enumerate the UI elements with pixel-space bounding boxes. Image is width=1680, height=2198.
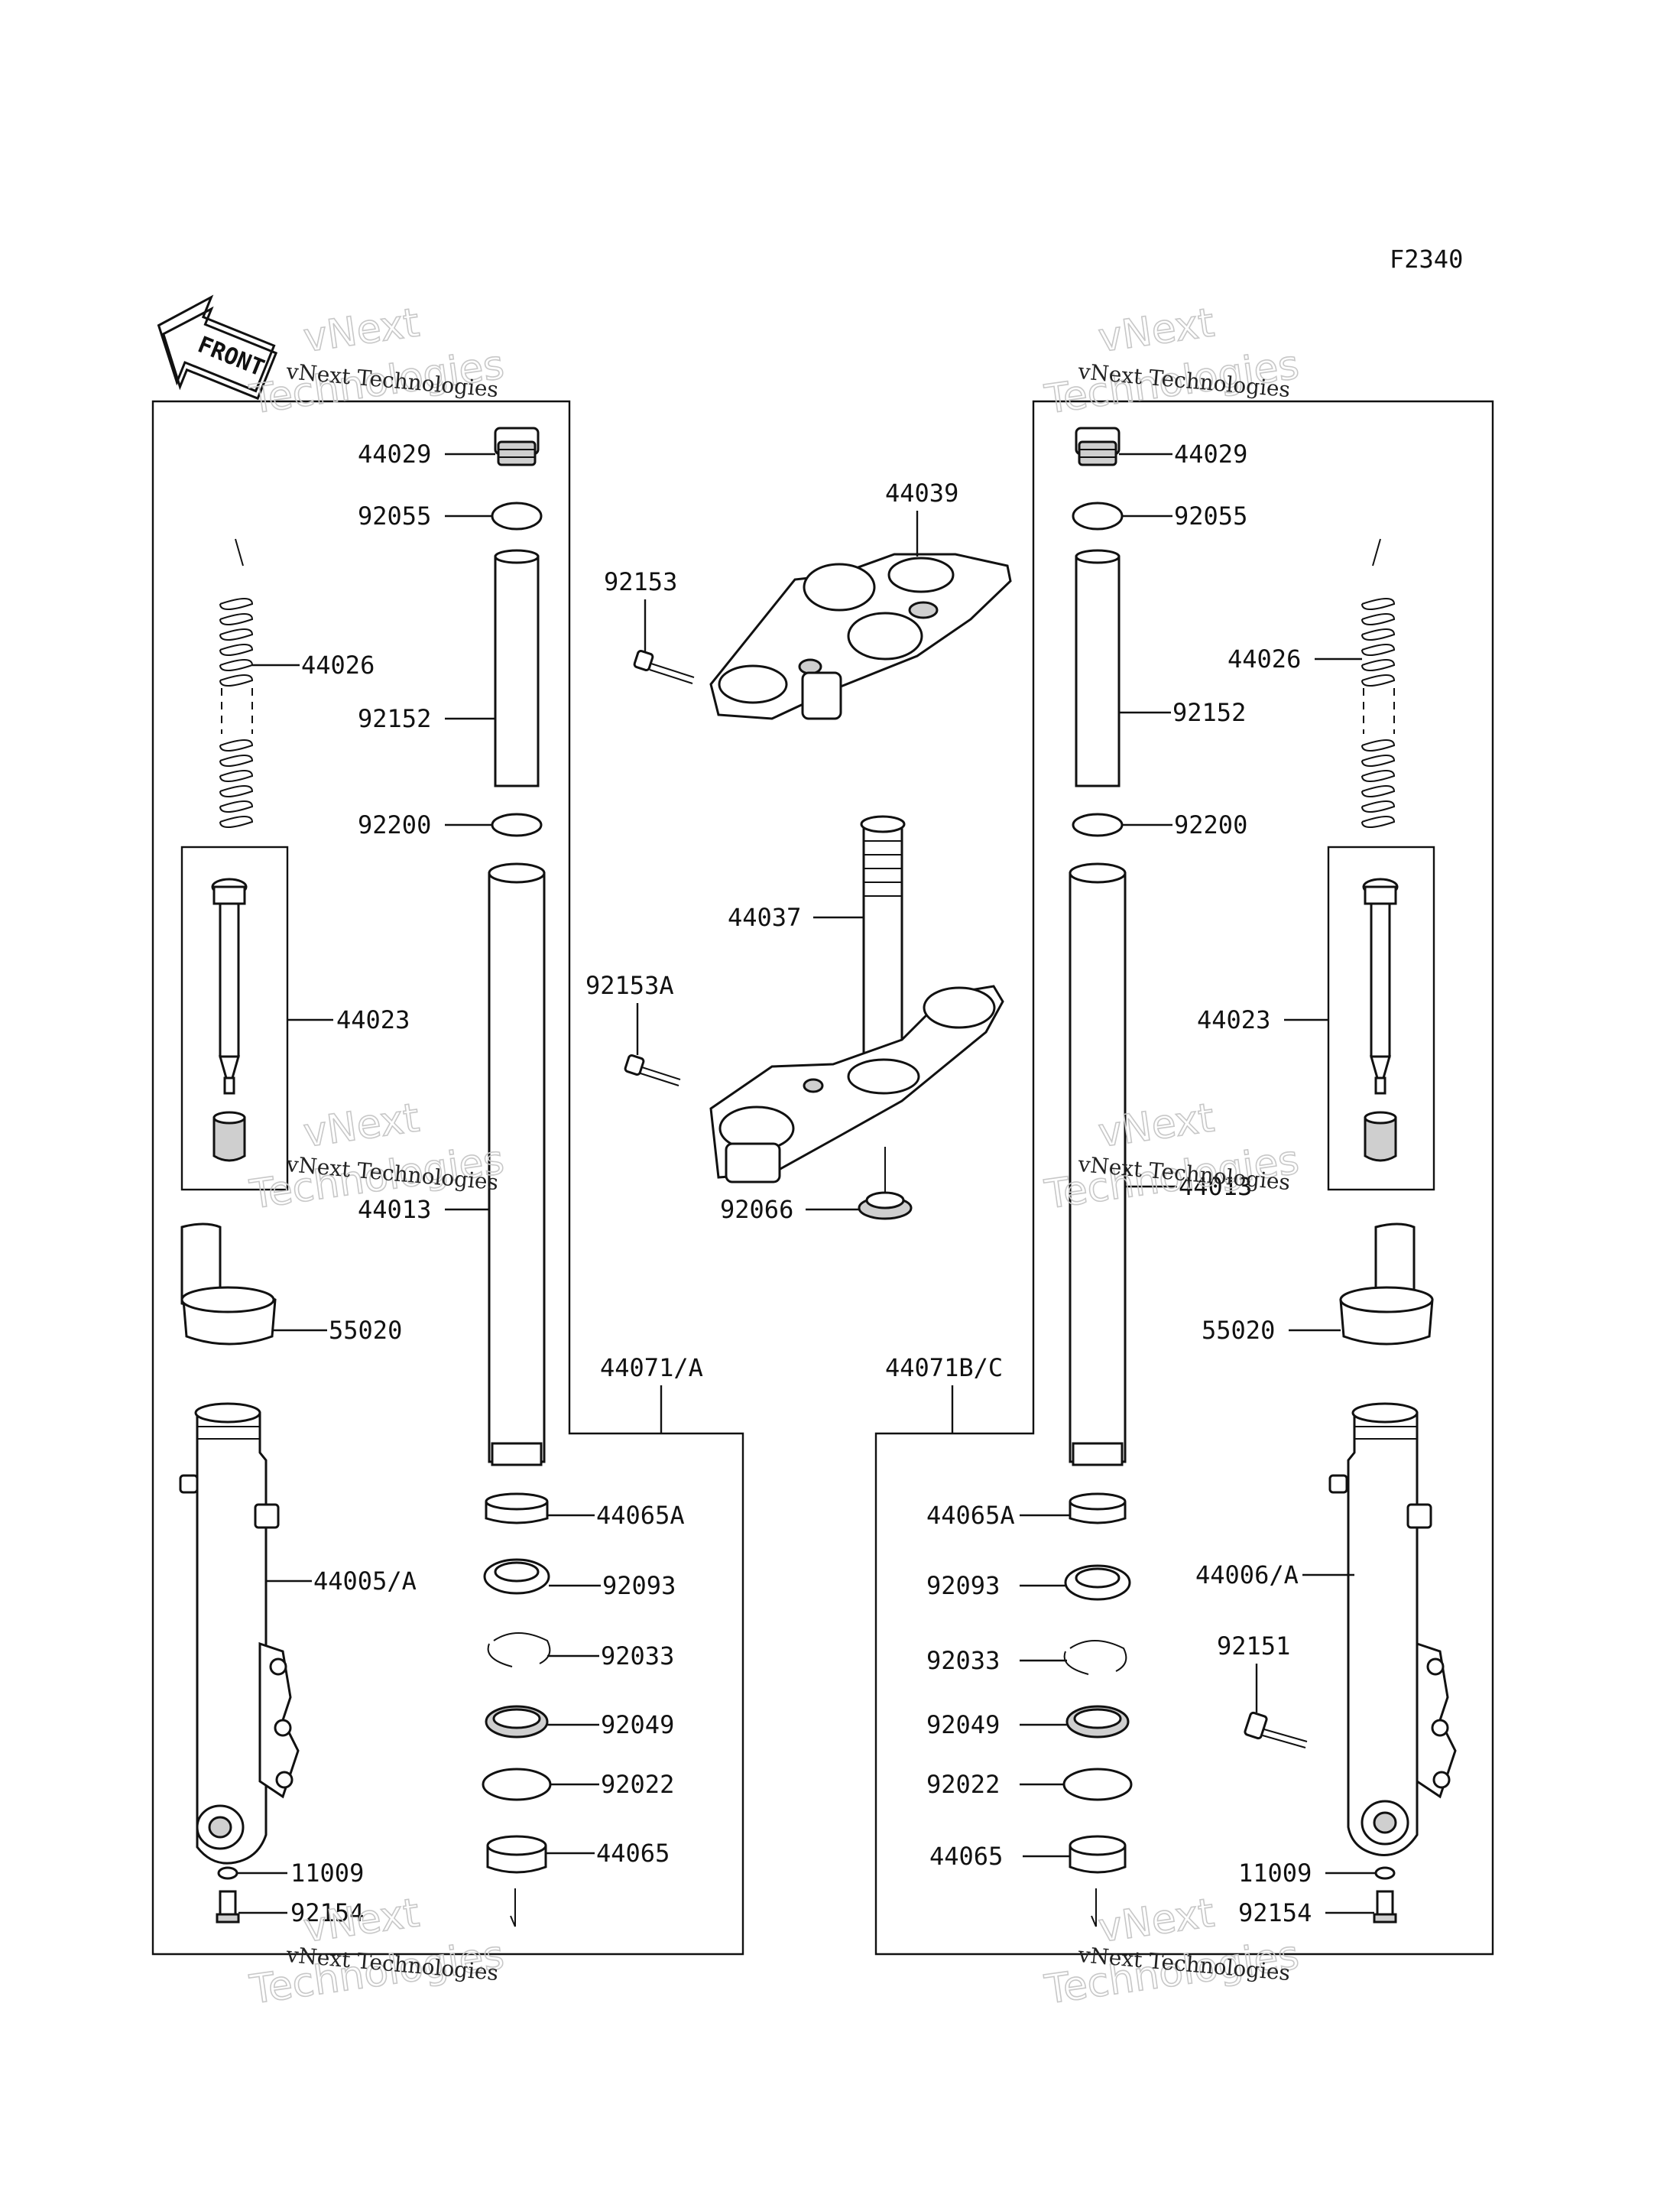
label-92066: 92066 xyxy=(720,1195,793,1224)
label-55020-left: 55020 xyxy=(329,1316,402,1345)
spacer-tube-right xyxy=(1075,549,1121,787)
fork-guard-left xyxy=(180,1222,277,1346)
label-92022-left: 92022 xyxy=(601,1770,674,1799)
guide-bushing-left xyxy=(486,1835,547,1874)
inner-tube-right xyxy=(1069,862,1127,1466)
watermark-line1: vNext xyxy=(1095,300,1217,362)
right-assembly-label: 44071B/C xyxy=(885,1353,1003,1382)
fork-cap-bolt-left xyxy=(494,427,540,466)
label-55020-right: 55020 xyxy=(1202,1316,1275,1345)
label-92154-left: 92154 xyxy=(290,1898,364,1927)
label-92152-left: 92152 xyxy=(358,704,431,733)
guide-bushing-right xyxy=(1069,1835,1127,1874)
washer-92022-left xyxy=(482,1768,552,1801)
slide-bushing-left xyxy=(485,1492,549,1524)
upper-bracket xyxy=(709,553,1012,720)
label-11009-right: 11009 xyxy=(1238,1859,1312,1888)
damper-rod-box-left xyxy=(180,846,289,1191)
dust-seal-right xyxy=(1065,1705,1130,1739)
slide-bushing-right xyxy=(1069,1492,1127,1524)
figure-code: F2340 xyxy=(1390,245,1463,274)
label-92093-right: 92093 xyxy=(926,1571,1000,1600)
left-assembly-label: 44071/A xyxy=(600,1353,703,1382)
label-11009-left: 11009 xyxy=(290,1859,364,1888)
label-44005-left: 44005/A xyxy=(313,1567,417,1596)
oil-seal-left xyxy=(483,1558,550,1595)
fork-spring-right xyxy=(1361,538,1396,828)
watermark-line1: vNext xyxy=(300,1095,422,1157)
label-44039: 44039 xyxy=(885,479,958,508)
oil-seal-right xyxy=(1064,1564,1131,1601)
damper-rod-left xyxy=(211,878,248,1162)
label-44013-left: 44013 xyxy=(358,1195,431,1224)
label-92049-left: 92049 xyxy=(601,1710,674,1739)
washer-left xyxy=(491,813,543,837)
clamp-bolt-right xyxy=(1244,1711,1308,1748)
label-92153A: 92153A xyxy=(585,971,674,1000)
label-44023-left: 44023 xyxy=(336,1005,410,1034)
label-92154-right: 92154 xyxy=(1238,1898,1312,1927)
copper-washer-right xyxy=(1374,1866,1396,1880)
damper-rod-box-right xyxy=(1327,846,1435,1191)
label-44029-left: 44029 xyxy=(358,440,431,469)
fork-cap-bolt-right xyxy=(1075,427,1121,466)
bracket-bolt-upper xyxy=(633,649,695,684)
axle-bolt-right xyxy=(1373,1890,1397,1924)
o-ring-right xyxy=(1072,502,1124,531)
circlip-right xyxy=(1063,1640,1127,1675)
label-44026-right: 44026 xyxy=(1228,644,1301,674)
label-92153: 92153 xyxy=(604,567,677,596)
label-92152-right: 92152 xyxy=(1172,698,1246,727)
label-44065A-right: 44065A xyxy=(926,1501,1015,1530)
inner-tube-left xyxy=(488,862,546,1466)
stem-nut xyxy=(858,1147,913,1220)
spacer-tube-left xyxy=(494,549,540,787)
front-arrow-icon: FRONT xyxy=(157,294,278,401)
washer-right xyxy=(1072,813,1124,837)
damper-rod-right xyxy=(1362,878,1399,1162)
label-44065-left: 44065 xyxy=(596,1839,670,1868)
right-group-outline xyxy=(874,400,1494,1956)
watermark-line1: vNext xyxy=(300,300,422,362)
circlip-left xyxy=(487,1632,551,1667)
copper-washer-left xyxy=(217,1866,238,1880)
label-44037: 44037 xyxy=(728,903,801,932)
label-92093-left: 92093 xyxy=(602,1571,676,1600)
label-92200-right: 92200 xyxy=(1174,810,1247,839)
label-44013-right: 44013 xyxy=(1179,1172,1252,1201)
label-44023-right: 44023 xyxy=(1197,1005,1270,1034)
o-ring-left xyxy=(491,502,543,531)
bracket-bolt-lower xyxy=(624,1054,681,1086)
label-44029-right: 44029 xyxy=(1174,440,1247,469)
label-44006-right: 44006/A xyxy=(1195,1560,1299,1589)
watermark-line1: vNext xyxy=(1095,1890,1217,1952)
label-92033-left: 92033 xyxy=(601,1641,674,1670)
left-group-outline xyxy=(151,400,744,1956)
fork-guard-right xyxy=(1339,1222,1434,1346)
label-92049-right: 92049 xyxy=(926,1710,1000,1739)
fork-spring-left xyxy=(219,538,254,828)
axle-bolt-left xyxy=(216,1890,240,1924)
label-44065A-left: 44065A xyxy=(596,1501,685,1530)
label-44026-left: 44026 xyxy=(301,651,375,680)
dust-seal-left xyxy=(485,1705,549,1739)
washer-92022-right xyxy=(1062,1768,1133,1801)
label-44065-right: 44065 xyxy=(929,1842,1003,1871)
steering-stem-lower-bracket xyxy=(709,815,1004,1183)
outer-tube-left xyxy=(179,1402,300,1865)
label-92055-left: 92055 xyxy=(358,502,431,531)
outer-tube-right xyxy=(1328,1402,1457,1856)
label-92055-right: 92055 xyxy=(1174,502,1247,531)
label-92151-right: 92151 xyxy=(1217,1631,1290,1661)
label-92200-left: 92200 xyxy=(358,810,431,839)
label-92033-right: 92033 xyxy=(926,1646,1000,1675)
label-92022-right: 92022 xyxy=(926,1770,1000,1799)
